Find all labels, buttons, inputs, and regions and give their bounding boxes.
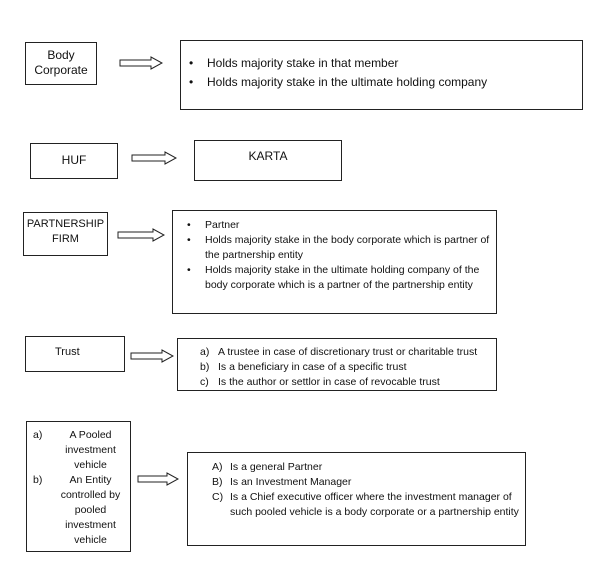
entity-box-body-corporate: Body Corporate (25, 42, 97, 85)
result-box-pooled-vehicle: A)Is a general Partner B)Is an Investmen… (187, 452, 526, 546)
result-box-trust: a)A trustee in case of discretionary tru… (177, 338, 497, 391)
list-item: C)Is a Chief executive officer where the… (212, 491, 519, 518)
entity-box-huf: HUF (30, 143, 118, 179)
requirement-list: A)Is a general Partner B)Is an Investmen… (188, 460, 519, 520)
entity-label: Body Corporate (34, 48, 88, 77)
list-item: A)Is a general Partner (212, 461, 323, 473)
entity-label: Trust (55, 346, 80, 358)
list-item: Holds majority stake in the body corpora… (179, 233, 490, 263)
result-box-huf: KARTA (194, 140, 342, 181)
right-arrow-icon (131, 151, 177, 165)
entity-box-trust: Trust (25, 336, 125, 372)
result-box-body-corporate: Holds majority stake in that member Hold… (180, 40, 583, 110)
list-item: c)Is the author or settlor in case of re… (200, 376, 440, 388)
entity-box-pooled-vehicle: a)A Pooled investment vehicle b)An Entit… (26, 421, 131, 552)
list-item: a)A trustee in case of discretionary tru… (200, 346, 478, 358)
list-item: Holds majority stake in the ultimate hol… (181, 73, 576, 92)
list-item: B)Is an Investment Manager (212, 476, 352, 488)
list-item: b)Is a beneficiary in case of a specific… (200, 361, 407, 373)
entity-list: a)A Pooled investment vehicle b)An Entit… (27, 428, 126, 548)
result-box-partnership-firm: Partner Holds majority stake in the body… (172, 210, 497, 314)
entity-label: HUF (61, 153, 87, 167)
right-arrow-icon (130, 349, 174, 363)
right-arrow-icon (117, 228, 165, 242)
requirement-list: Partner Holds majority stake in the body… (173, 218, 490, 293)
entity-label: PARTNERSHIP FIRM (26, 218, 105, 245)
list-item: b)An Entity controlled by pooled investm… (33, 474, 121, 546)
entity-box-partnership-firm: PARTNERSHIP FIRM (23, 212, 108, 256)
right-arrow-icon (137, 472, 179, 486)
list-item: Holds majority stake in the ultimate hol… (179, 263, 490, 293)
right-arrow-icon (119, 56, 163, 70)
list-item: a)A Pooled investment vehicle (33, 429, 116, 471)
list-item: Partner (179, 218, 490, 233)
karta-label: KARTA (248, 149, 288, 163)
list-item: Holds majority stake in that member (181, 54, 576, 73)
requirement-list: a)A trustee in case of discretionary tru… (178, 345, 492, 390)
requirement-list: Holds majority stake in that member Hold… (181, 54, 576, 92)
